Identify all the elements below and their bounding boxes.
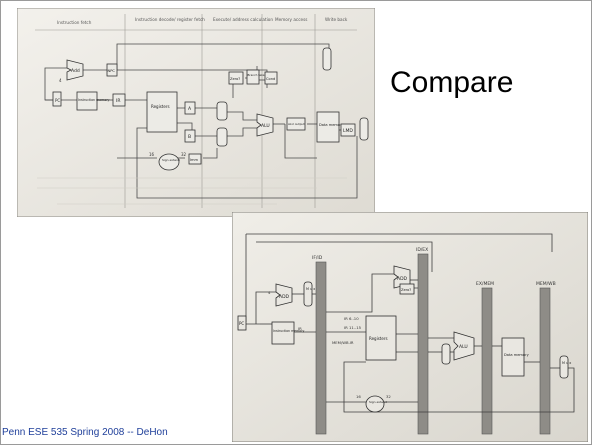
- slide-footer: Penn ESE 535 Spring 2008 -- DeHon: [2, 427, 168, 438]
- ir-bottom-label: IR: [298, 326, 302, 331]
- b-label: B: [188, 134, 191, 140]
- mux-writeback-top: [360, 118, 368, 140]
- sign-extend-top: [159, 154, 179, 170]
- data-memory-bottom-label: Data memory: [504, 353, 530, 357]
- imm-label: Imm: [190, 158, 199, 162]
- mem-wb-ir-label: MEM/WB.IR: [332, 340, 354, 345]
- mux-pc-bottom-label: M u x: [306, 287, 315, 291]
- adder-if-label: Add: [71, 68, 80, 74]
- mux-alu-b: [217, 128, 227, 146]
- mux-writeback-bottom: [560, 356, 568, 378]
- zero-bottom-label: Zero?: [401, 288, 411, 292]
- stage-header-mem: Memory access: [275, 17, 307, 22]
- npc-label: NPC: [108, 69, 116, 73]
- mux-alu-bottom: [442, 344, 450, 364]
- data-memory-bottom: [502, 338, 524, 376]
- stage-header-if: Instruction fetch: [57, 20, 92, 25]
- id-ex-label: ID/EX: [416, 247, 428, 253]
- pc-top-label: PC: [55, 98, 60, 103]
- datapath-figure-unpipelined: Instruction fetch Instruction decode/ re…: [17, 8, 375, 217]
- slide-title: Compare: [390, 66, 513, 100]
- mux-alu-a: [217, 102, 227, 120]
- pipe-reg-if-id: [316, 262, 326, 434]
- cond-label: Cond: [266, 77, 275, 81]
- register-file-top-label: Registers: [151, 104, 170, 109]
- branch-taken-label: Branch taken: [248, 73, 267, 77]
- ir-top-label: IR: [116, 98, 120, 104]
- stage-header-ex: Execute/ address calculation: [213, 17, 273, 22]
- sign-extend-bottom-label: Sign extend: [369, 400, 387, 404]
- if-id-label: IF/ID: [312, 255, 323, 261]
- mux-writeback-bottom-label: M u x: [562, 361, 571, 365]
- register-file-top: [147, 92, 177, 132]
- stage-header-id: Instruction decode/ register fetch: [135, 17, 205, 22]
- mux-pc-bottom: [304, 282, 312, 306]
- mem-wb-label: MEM/WB: [536, 281, 556, 287]
- pc-bottom-label: PC: [239, 321, 244, 326]
- data-memory-top: [317, 112, 339, 142]
- thirtytwo-top-label: 32: [181, 152, 187, 157]
- ir-field-b-label: IR 11..15: [344, 325, 362, 330]
- alu-output-label: ALU output: [288, 122, 305, 126]
- stage-header-wb: Write back: [325, 17, 348, 22]
- zero-top-label: Zero?: [230, 77, 240, 81]
- adder-branch-label: ADD: [397, 276, 408, 282]
- alu-top-label: ALU: [261, 123, 270, 129]
- ir-field-a-label: IR 6..10: [344, 316, 359, 321]
- sixteen-bottom-label: 16: [356, 394, 361, 399]
- instruction-memory-bottom: [272, 322, 294, 344]
- instruction-memory-top-label: Instruction memory: [78, 98, 110, 102]
- mux-pc-top: [323, 48, 331, 70]
- datapath-figure-pipelined: IF/ID ID/EX EX/MEM MEM/WB: [232, 212, 588, 442]
- register-file-bottom-label: Registers: [369, 336, 388, 341]
- pipe-reg-id-ex: [418, 254, 428, 434]
- alu-bottom-label: ALU: [459, 344, 468, 350]
- sign-extend-top-label: Sign extend: [162, 158, 180, 162]
- ex-mem-label: EX/MEM: [476, 281, 494, 287]
- adder-if-bottom-label: ADD: [279, 294, 290, 300]
- thirtytwo-bottom-label: 32: [386, 394, 391, 399]
- lmd-label: LMD: [343, 128, 353, 134]
- sixteen-top-label: 16: [149, 152, 155, 157]
- sign-extend-bottom: [366, 396, 384, 412]
